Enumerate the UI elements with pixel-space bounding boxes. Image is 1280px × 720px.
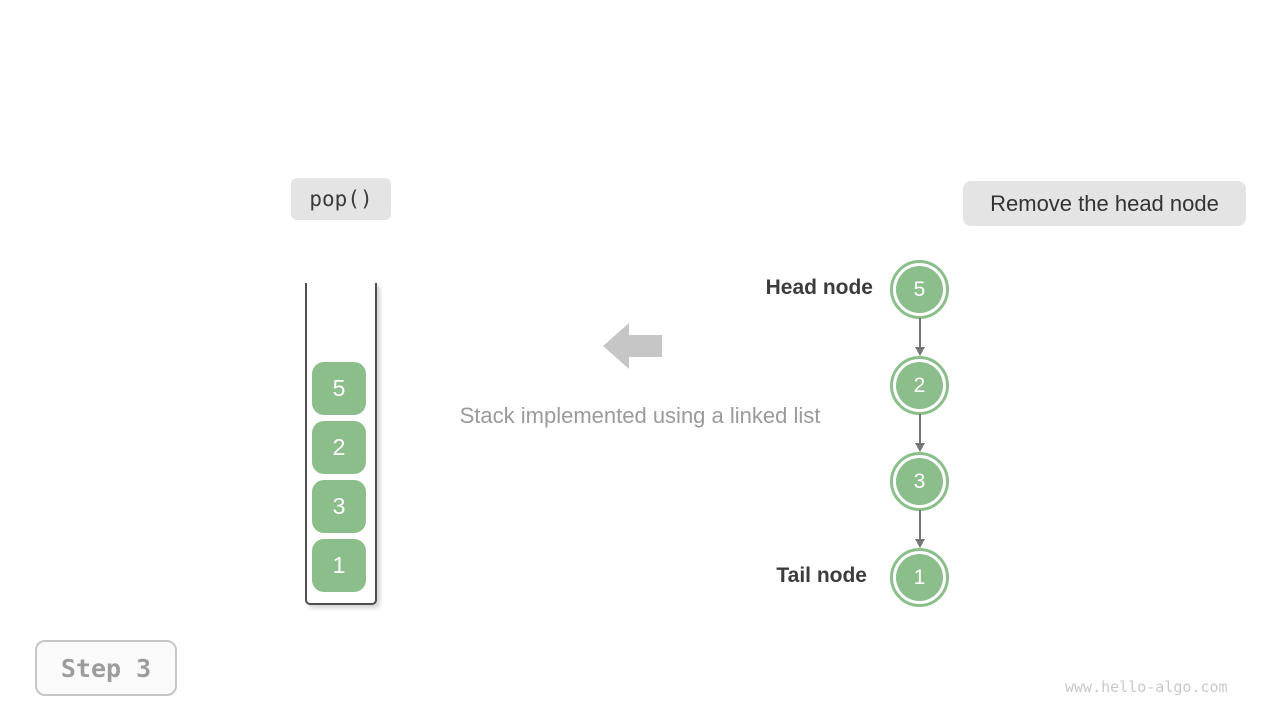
stack-item: 2 [312, 421, 366, 474]
pop-operation-label: pop() [291, 178, 391, 220]
arrow-head [915, 539, 925, 548]
head-node-label: Head node [765, 276, 873, 299]
arrow-line [919, 414, 921, 443]
stack-item: 3 [312, 480, 366, 533]
tail-node-label: Tail node [776, 564, 867, 587]
arrow-head [915, 443, 925, 452]
node-value: 2 [896, 362, 943, 409]
step-badge: Step 3 [35, 640, 177, 696]
arrow-line [919, 510, 921, 539]
list-node: 2 [890, 356, 949, 415]
stack-item: 1 [312, 539, 366, 592]
node-value: 1 [896, 554, 943, 601]
action-description-label: Remove the head node [963, 181, 1246, 226]
list-node: 3 [890, 452, 949, 511]
watermark: www.hello-algo.com [1065, 678, 1228, 696]
stack-item: 5 [312, 362, 366, 415]
node-value: 5 [896, 266, 943, 313]
arrow-head [915, 347, 925, 356]
node-value: 3 [896, 458, 943, 505]
list-node: 5 [890, 260, 949, 319]
left-arrow-icon [603, 323, 662, 369]
diagram-caption: Stack implemented using a linked list [459, 403, 821, 428]
arrow-line [919, 318, 921, 347]
stack-container: 5 2 3 1 [305, 283, 377, 605]
list-node: 1 [890, 548, 949, 607]
